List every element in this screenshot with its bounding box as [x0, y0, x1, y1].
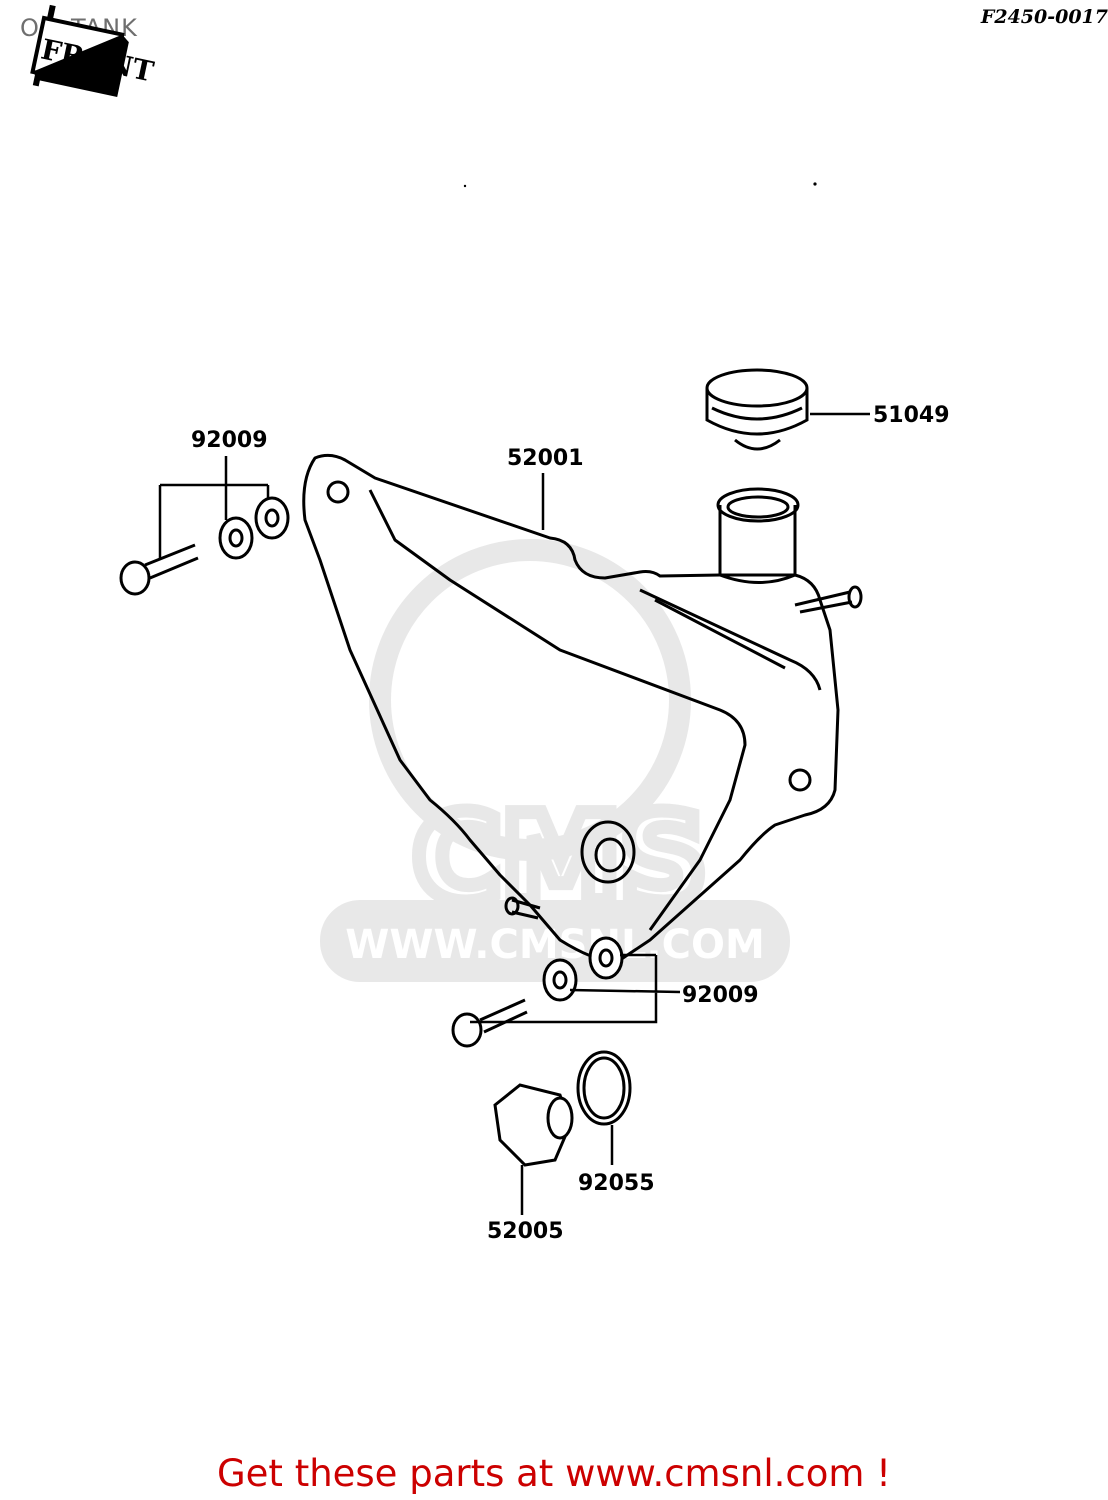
speck	[463, 184, 467, 188]
o-ring-92055	[576, 1050, 632, 1126]
part-label-92055: 92055	[578, 1171, 655, 1196]
drain-plug-52005	[493, 1083, 574, 1167]
part-label-92009-bottom: 92009	[682, 983, 759, 1008]
diagram-code: F2450-0017	[980, 6, 1108, 28]
front-arrow: FRONT	[30, 4, 157, 97]
oil-tank-diagram: WWW.CMSNL.COM CMS FRONT	[30, 4, 950, 1244]
oil-tank-body	[302, 453, 863, 963]
speck	[813, 182, 817, 186]
leader-lines	[158, 412, 870, 1215]
cap-51049	[705, 368, 809, 451]
cms-watermark: WWW.CMSNL.COM CMS	[320, 539, 790, 982]
part-label-52005: 52005	[487, 1219, 564, 1244]
part-label-52001: 52001	[507, 446, 584, 471]
part-label-92009-top: 92009	[191, 428, 268, 453]
watermark-logo-text: CMS	[413, 790, 707, 929]
footer-link[interactable]: Get these parts at www.cmsnl.com !	[216, 1452, 891, 1495]
part-label-51049: 51049	[873, 403, 950, 428]
top-bolt-assembly	[119, 496, 290, 596]
